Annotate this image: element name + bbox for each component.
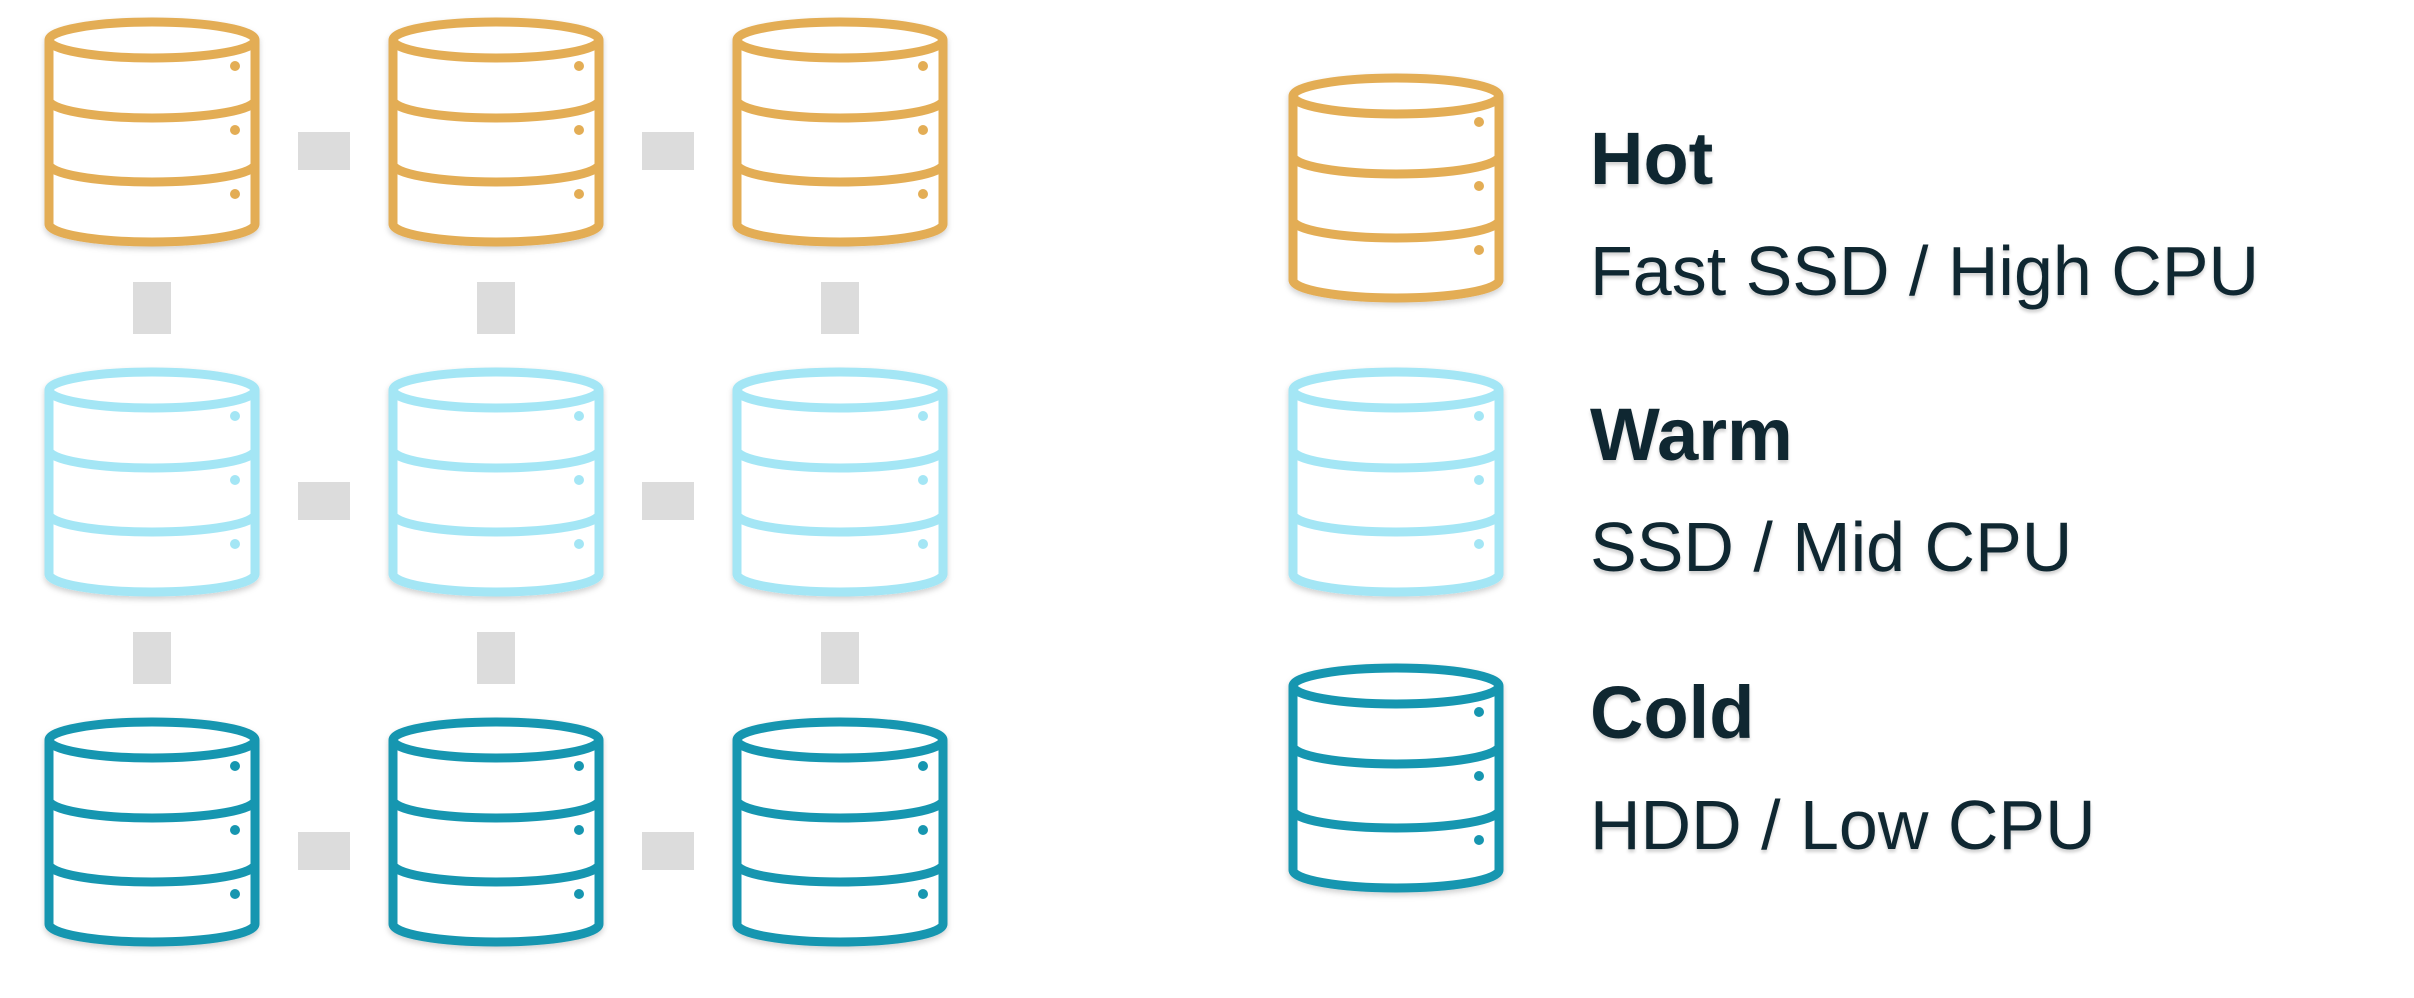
database-icon [44,17,260,247]
legend-tier-description: SSD / Mid CPU [1590,508,2073,586]
vertical-connector [821,632,859,684]
legend-item-cold: Cold HDD / Low CPU [1590,671,2390,864]
cluster-node-grid [44,17,948,947]
vertical-connector [821,282,859,334]
horizontal-connector [298,482,350,520]
vertical-connector [477,282,515,334]
vertical-connector [477,632,515,684]
horizontal-connector [642,832,694,870]
database-icon [44,717,260,947]
legend-tier-name: Cold [1590,671,1755,754]
database-icon [388,717,604,947]
legend-item-warm: Warm SSD / Mid CPU [1590,393,2390,586]
horizontal-connector [298,832,350,870]
database-icon [732,717,948,947]
database-icon [388,367,604,597]
database-icon [1288,367,1504,597]
database-icon [1288,73,1504,303]
horizontal-connector [642,482,694,520]
database-icon [732,367,948,597]
legend-tier-name: Warm [1590,393,1793,476]
legend-tier-description: Fast SSD / High CPU [1590,232,2260,310]
horizontal-connector [298,132,350,170]
database-icon [388,17,604,247]
vertical-connector [133,632,171,684]
database-icon [1288,663,1504,893]
legend-tier-name: Hot [1590,117,1714,200]
database-icon [732,17,948,247]
database-icon [44,367,260,597]
legend-tier-description: HDD / Low CPU [1590,786,2096,864]
horizontal-connector [642,132,694,170]
legend-icons [1288,73,1504,893]
vertical-connector [133,282,171,334]
legend-item-hot: Hot Fast SSD / High CPU [1590,117,2390,310]
cluster-connectors [133,132,859,870]
